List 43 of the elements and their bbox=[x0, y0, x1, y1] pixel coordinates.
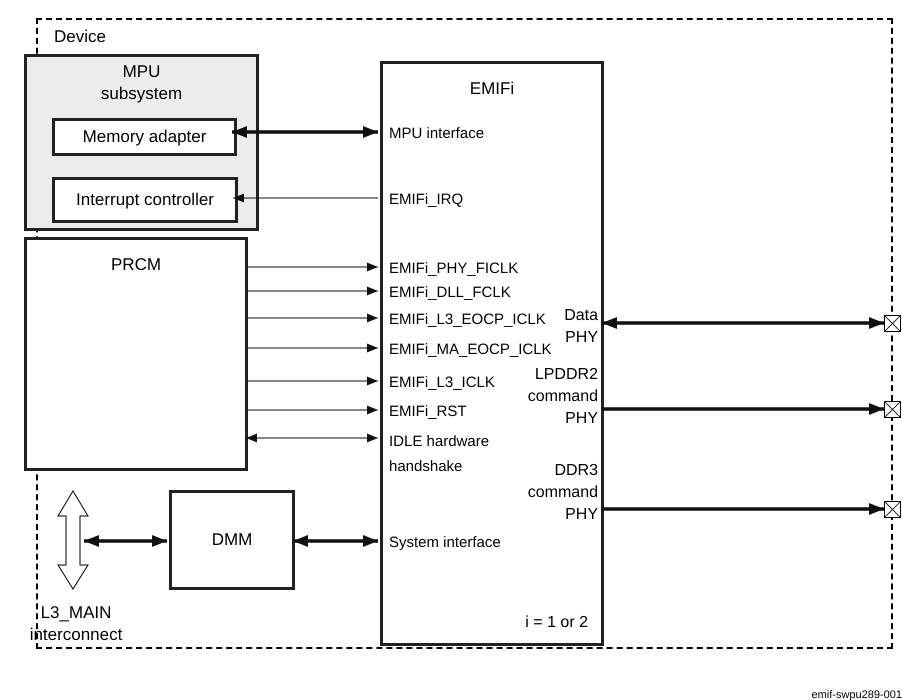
arrow bbox=[246, 262, 378, 272]
port-label: MPU interface bbox=[389, 125, 484, 142]
arrow bbox=[246, 376, 378, 386]
module-block bbox=[169, 490, 295, 590]
module-block bbox=[52, 118, 237, 156]
arrow bbox=[232, 126, 378, 138]
subsystem-block bbox=[24, 54, 259, 231]
arrow bbox=[246, 286, 378, 296]
arrow bbox=[246, 344, 378, 352]
block-label: Memory adapter bbox=[82, 126, 206, 148]
port-label: EMIFi_L3_EOCP_ICLK bbox=[389, 311, 546, 328]
block-label: PRCM bbox=[110, 255, 162, 274]
block-label: MPU subsystem bbox=[100, 62, 182, 103]
module-block bbox=[380, 61, 604, 646]
block-label: Device bbox=[54, 27, 106, 46]
arrow bbox=[602, 317, 884, 329]
port-label: EMIFi_RST bbox=[389, 403, 467, 420]
port-label: EMIFi_PHY_FICLK bbox=[389, 260, 518, 277]
arrow bbox=[602, 503, 884, 515]
arrow bbox=[233, 194, 378, 202]
block-label: DMM bbox=[212, 529, 252, 552]
arrow bbox=[246, 406, 378, 414]
port-label: DDR3 command PHY bbox=[528, 462, 598, 523]
port-label: IDLE hardware handshake bbox=[389, 433, 490, 475]
module-block bbox=[52, 177, 238, 223]
note-text: i = 1 or 2 bbox=[525, 614, 588, 631]
arrow bbox=[246, 314, 378, 322]
port-label: Data PHY bbox=[564, 307, 598, 346]
port-label: System interface bbox=[389, 534, 501, 551]
block-label: Interrupt controller bbox=[76, 189, 214, 212]
arrow bbox=[602, 403, 884, 415]
module-block bbox=[24, 237, 248, 471]
arrow bbox=[293, 535, 378, 547]
arrow bbox=[246, 434, 378, 442]
port-label: EMIFi_MA_EOCP_ICLK bbox=[389, 341, 552, 358]
figure-id: emif-swpu289-001 bbox=[812, 689, 902, 700]
arrow bbox=[84, 535, 167, 547]
block-label: L3_MAIN interconnect bbox=[30, 603, 122, 644]
port-label: EMIFi_L3_ICLK bbox=[389, 374, 495, 391]
port-label: EMIFi_DLL_FCLK bbox=[389, 284, 511, 301]
port-label: LPDDR2 command PHY bbox=[528, 366, 598, 427]
port-label: EMIFi_IRQ bbox=[389, 191, 464, 208]
block-label: EMIFi bbox=[470, 79, 514, 98]
